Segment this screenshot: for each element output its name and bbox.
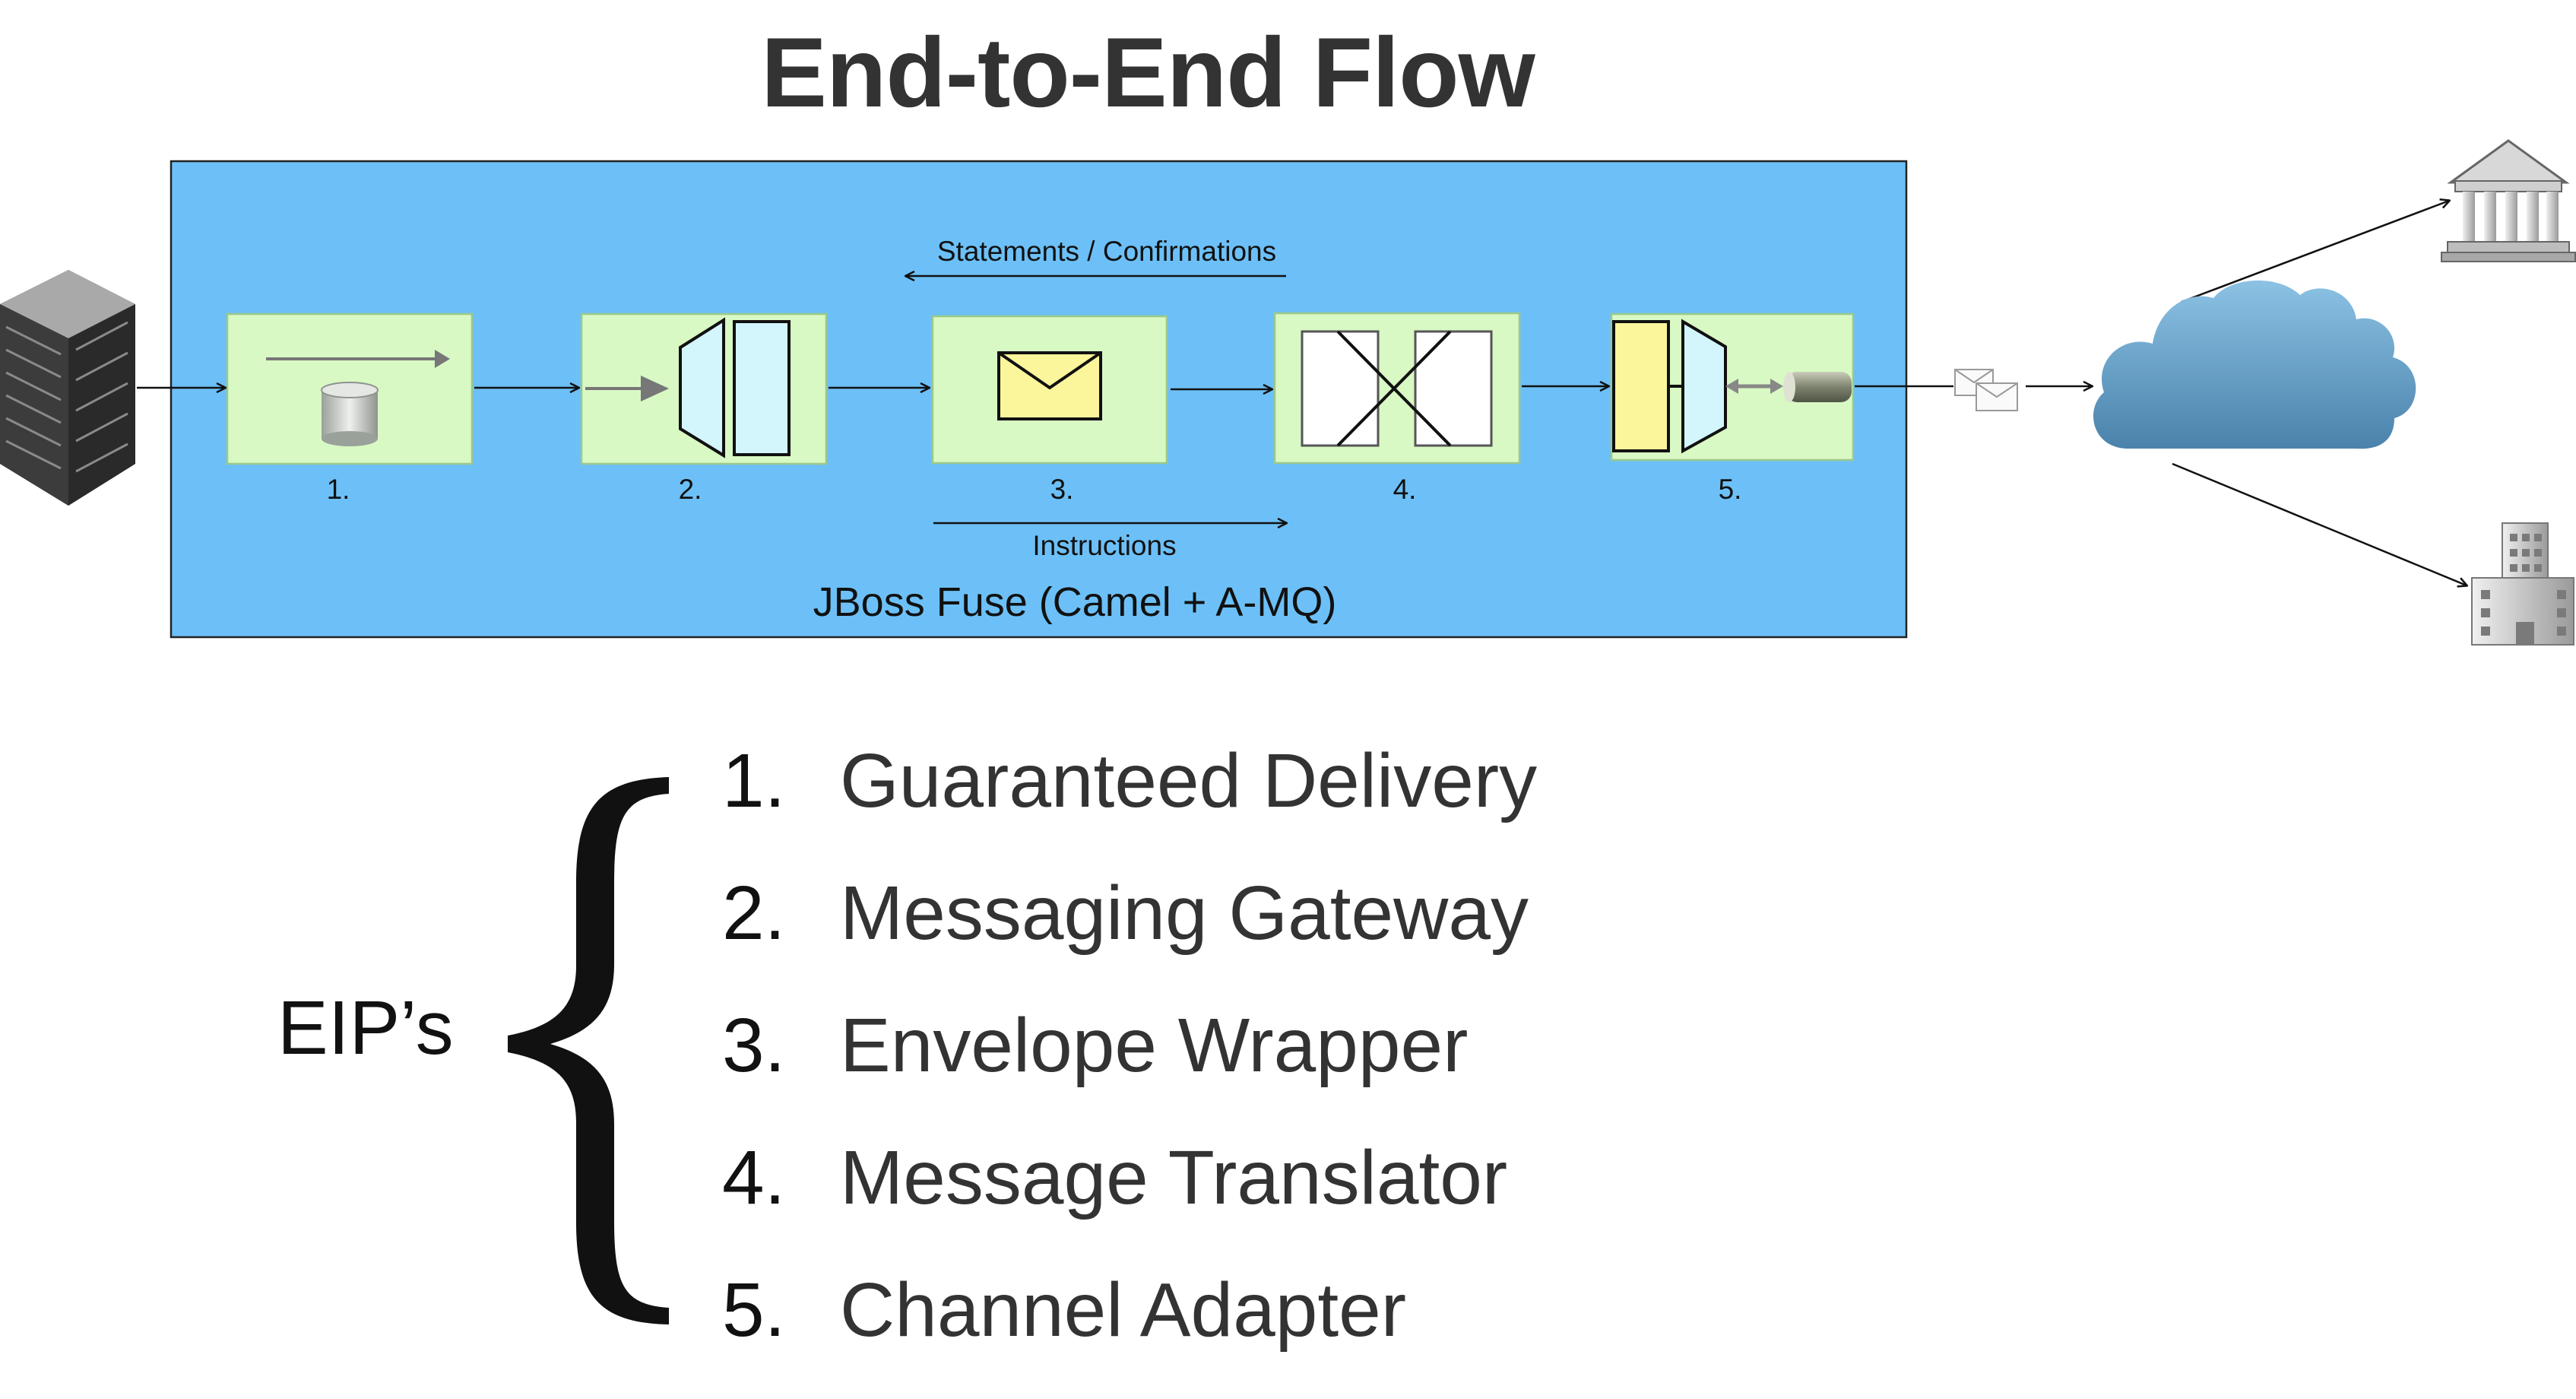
list-item: 1. Guaranteed Delivery xyxy=(722,738,1537,870)
container-label: JBoss Fuse (Camel + A-MQ) xyxy=(813,579,1337,625)
page-title: End-to-End Flow xyxy=(761,17,1535,128)
channel-adapter-icon xyxy=(1612,319,1852,454)
eip-number: 5. xyxy=(722,1267,786,1353)
curly-brace xyxy=(508,777,669,1324)
envelope-icon xyxy=(997,351,1102,420)
eip-number: 1. xyxy=(722,738,786,823)
list-item: 2. Messaging Gateway xyxy=(722,870,1537,1002)
cloud-icon xyxy=(2093,280,2416,449)
eip-name: Guaranteed Delivery xyxy=(840,738,1538,823)
list-item: 5. Channel Adapter xyxy=(722,1267,1537,1399)
bank-icon xyxy=(2441,139,2576,262)
step-4-number: 4. xyxy=(1393,474,1417,505)
instructions-label: Instructions xyxy=(1032,530,1176,561)
step-2-number: 2. xyxy=(679,474,702,505)
step-3-number: 3. xyxy=(1050,474,1074,505)
eip-number: 3. xyxy=(722,1003,786,1088)
flow-arrows xyxy=(137,201,2467,585)
eip-name: Channel Adapter xyxy=(840,1267,1407,1353)
step-5-number: 5. xyxy=(1719,474,1742,505)
eip-list: 1. Guaranteed Delivery 2. Messaging Gatewa… xyxy=(722,738,1537,1399)
eip-label: EIP’s xyxy=(277,985,454,1071)
statements-label: Statements / Confirmations xyxy=(937,236,1276,267)
messaging-gateway-icon xyxy=(585,317,791,458)
translator-icon xyxy=(1301,330,1493,447)
eip-name: Messaging Gateway xyxy=(840,871,1529,956)
list-item: 3. Envelope Wrapper xyxy=(722,1002,1537,1134)
datastore-icon xyxy=(266,350,450,446)
step-1-number: 1. xyxy=(327,474,350,505)
eip-number: 4. xyxy=(722,1135,786,1220)
messages-icon xyxy=(1954,369,2018,411)
office-building-icon xyxy=(2471,522,2574,646)
list-item: 4. Message Translator xyxy=(722,1134,1537,1267)
server-icon xyxy=(0,270,135,506)
eip-number: 2. xyxy=(722,871,786,956)
eip-name: Message Translator xyxy=(840,1135,1508,1220)
eip-name: Envelope Wrapper xyxy=(840,1003,1469,1088)
